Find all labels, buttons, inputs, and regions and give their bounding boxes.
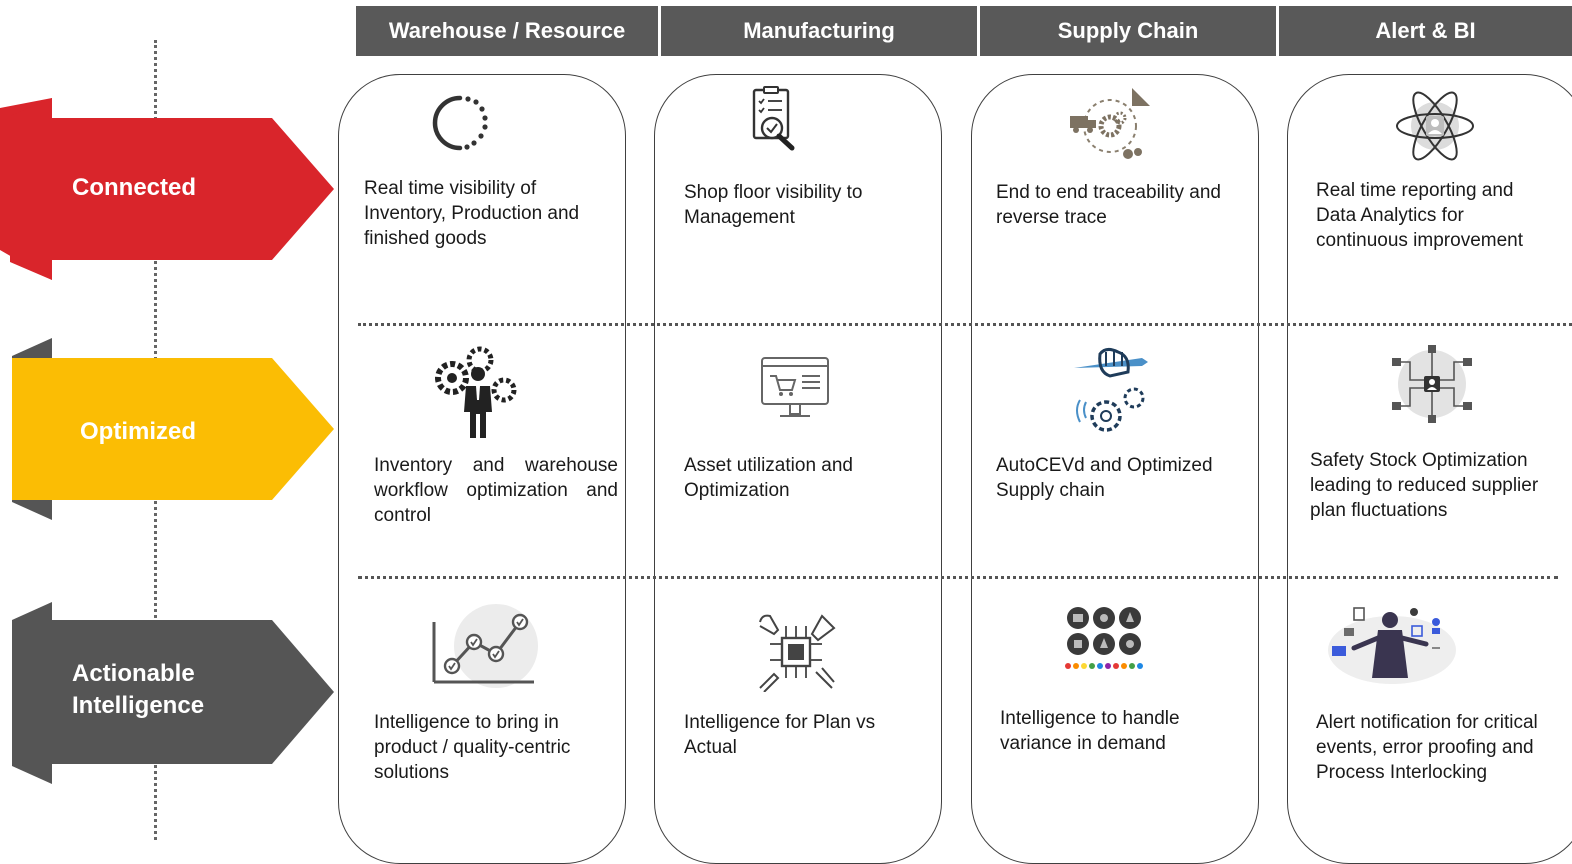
trend-checks-icon <box>430 604 542 688</box>
column-header-alert-bi: Alert & BI <box>1279 6 1572 56</box>
row-separator-1 <box>358 323 1572 326</box>
network-hub-icon <box>1386 342 1478 426</box>
column-header-warehouse: Warehouse / Resource <box>356 6 658 56</box>
cell-connected-manufacturing: Shop floor visibility to Management <box>684 182 863 228</box>
row-label-actionable-intelligence: Actionable Intelligence <box>72 660 205 719</box>
hand-pencil-gears-icon <box>1070 344 1154 440</box>
column-header-manufacturing: Manufacturing <box>661 6 977 56</box>
logistics-cycle-icon <box>1066 84 1158 166</box>
cell-actionable-supply-chain: Intelligence to handle variance in deman… <box>1000 708 1180 754</box>
cell-actionable-alert-bi: Alert notification for critical events, … <box>1316 712 1538 783</box>
person-notifications-icon <box>1318 604 1458 686</box>
row-arrow-actionable-intelligence: Actionable Intelligence <box>0 602 340 784</box>
cell-optimized-warehouse: Inventory and warehouse workflow optimiz… <box>374 455 618 526</box>
column-header-supply-chain: Supply Chain <box>980 6 1276 56</box>
cell-connected-alert-bi: Real time reporting and Data Analytics f… <box>1316 180 1523 251</box>
checklist-magnifier-icon <box>750 86 800 152</box>
cell-optimized-manufacturing: Asset utilization and Optimization <box>684 455 853 501</box>
badge-grid-icon <box>1064 604 1144 674</box>
cell-actionable-warehouse: Intelligence to bring in product / quali… <box>374 712 571 783</box>
cell-connected-supply-chain: End to end traceability and reverse trac… <box>996 182 1221 228</box>
chip-tools-icon <box>756 612 838 693</box>
monitor-cart-icon <box>760 356 830 422</box>
row-label-connected: Connected <box>72 174 197 201</box>
circular-loading-icon <box>430 92 494 154</box>
cell-connected-warehouse: Real time visibility of Inventory, Produ… <box>364 178 580 249</box>
cell-optimized-alert-bi: Safety Stock Optimization leading to red… <box>1310 450 1539 521</box>
row-arrow-optimized: Optimized <box>0 338 340 520</box>
row-label-optimized: Optimized <box>80 418 197 445</box>
cell-optimized-supply-chain: AutoCEVd and Optimized Supply chain <box>996 455 1213 501</box>
businessman-gears-icon <box>430 346 520 440</box>
cell-actionable-manufacturing: Intelligence for Plan vs Actual <box>684 712 876 758</box>
atom-person-icon <box>1392 86 1478 166</box>
row-separator-2 <box>358 576 1558 579</box>
row-arrow-connected: Connected <box>0 98 340 280</box>
